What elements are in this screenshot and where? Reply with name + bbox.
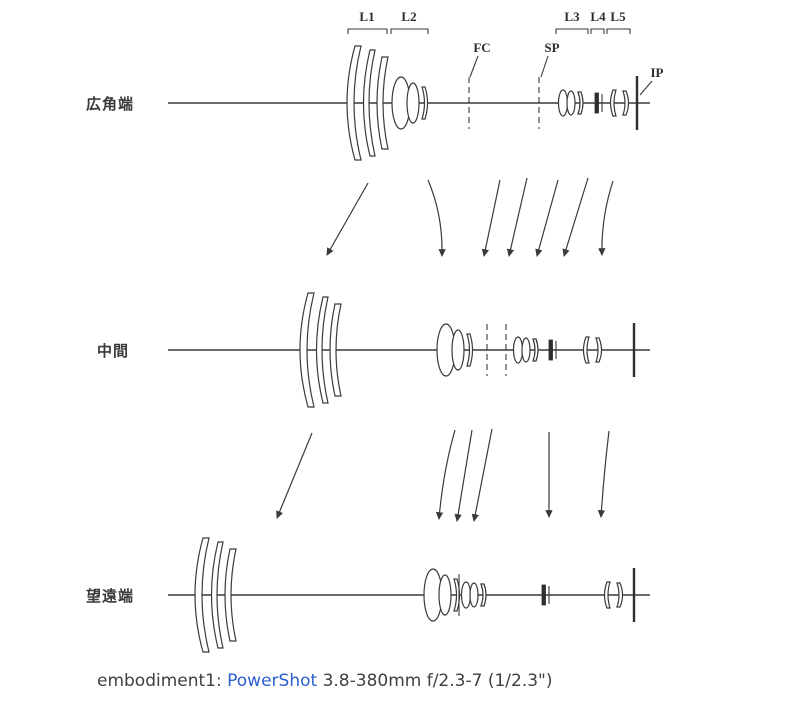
caption-suffix: 3.8-380mm f/2.3-7 (1/2.3") bbox=[322, 671, 553, 691]
motion-arrow bbox=[598, 180, 614, 257]
label-l3: L3 bbox=[564, 9, 580, 24]
bracket-l4 bbox=[590, 28, 605, 34]
motion-arrow bbox=[481, 179, 501, 258]
label-l4: L4 bbox=[590, 9, 606, 24]
motion-arrow bbox=[562, 177, 589, 258]
caption-prefix: embodiment1: bbox=[97, 671, 222, 691]
motion-arrow bbox=[454, 429, 473, 523]
bracket-l1 bbox=[347, 28, 388, 34]
motion-arrow bbox=[597, 430, 610, 519]
label-l5: L5 bbox=[610, 9, 626, 24]
leader-ip bbox=[639, 80, 653, 96]
caption-link-powershot[interactable]: PowerShot bbox=[227, 671, 318, 691]
label-ip: IP bbox=[651, 65, 664, 80]
zoom-motion-arrows-lower bbox=[276, 428, 610, 523]
label-l2: L2 bbox=[401, 9, 416, 24]
motion-arrow bbox=[427, 179, 446, 258]
row-label-wide: 広角端 bbox=[86, 95, 134, 113]
label-l1: L1 bbox=[359, 9, 374, 24]
lens-group-l1-tele bbox=[194, 537, 237, 653]
row-intermediate: 中間 bbox=[97, 292, 650, 408]
row-label-mid: 中間 bbox=[97, 342, 129, 360]
lens-group-l1-wide bbox=[346, 45, 389, 161]
caption: embodiment1: PowerShot 3.8-380mm f/2.3-7… bbox=[97, 671, 553, 691]
label-fc: FC bbox=[473, 40, 490, 55]
motion-arrow bbox=[506, 177, 528, 258]
label-sp: SP bbox=[544, 40, 559, 55]
row-telephoto: 望遠端 bbox=[86, 537, 650, 653]
motion-arrow bbox=[276, 432, 313, 519]
lens-diagram: 広角端 L1 L2 L3 L4 L5 FC SP IP bbox=[86, 9, 664, 653]
row-wide-angle: 広角端 L1 L2 L3 L4 L5 FC SP IP bbox=[86, 9, 664, 161]
motion-arrow bbox=[435, 429, 456, 521]
leader-sp bbox=[540, 55, 549, 78]
bracket-l5 bbox=[606, 28, 631, 34]
leader-fc bbox=[469, 55, 479, 78]
zoom-motion-arrows-upper bbox=[326, 177, 614, 258]
row-label-tele: 望遠端 bbox=[86, 587, 134, 605]
bracket-l2 bbox=[390, 28, 429, 34]
motion-arrow bbox=[535, 179, 559, 258]
lens-group-l1-mid bbox=[299, 292, 342, 408]
motion-arrow bbox=[326, 182, 369, 256]
motion-arrow bbox=[471, 428, 493, 523]
bracket-l3 bbox=[555, 28, 589, 34]
